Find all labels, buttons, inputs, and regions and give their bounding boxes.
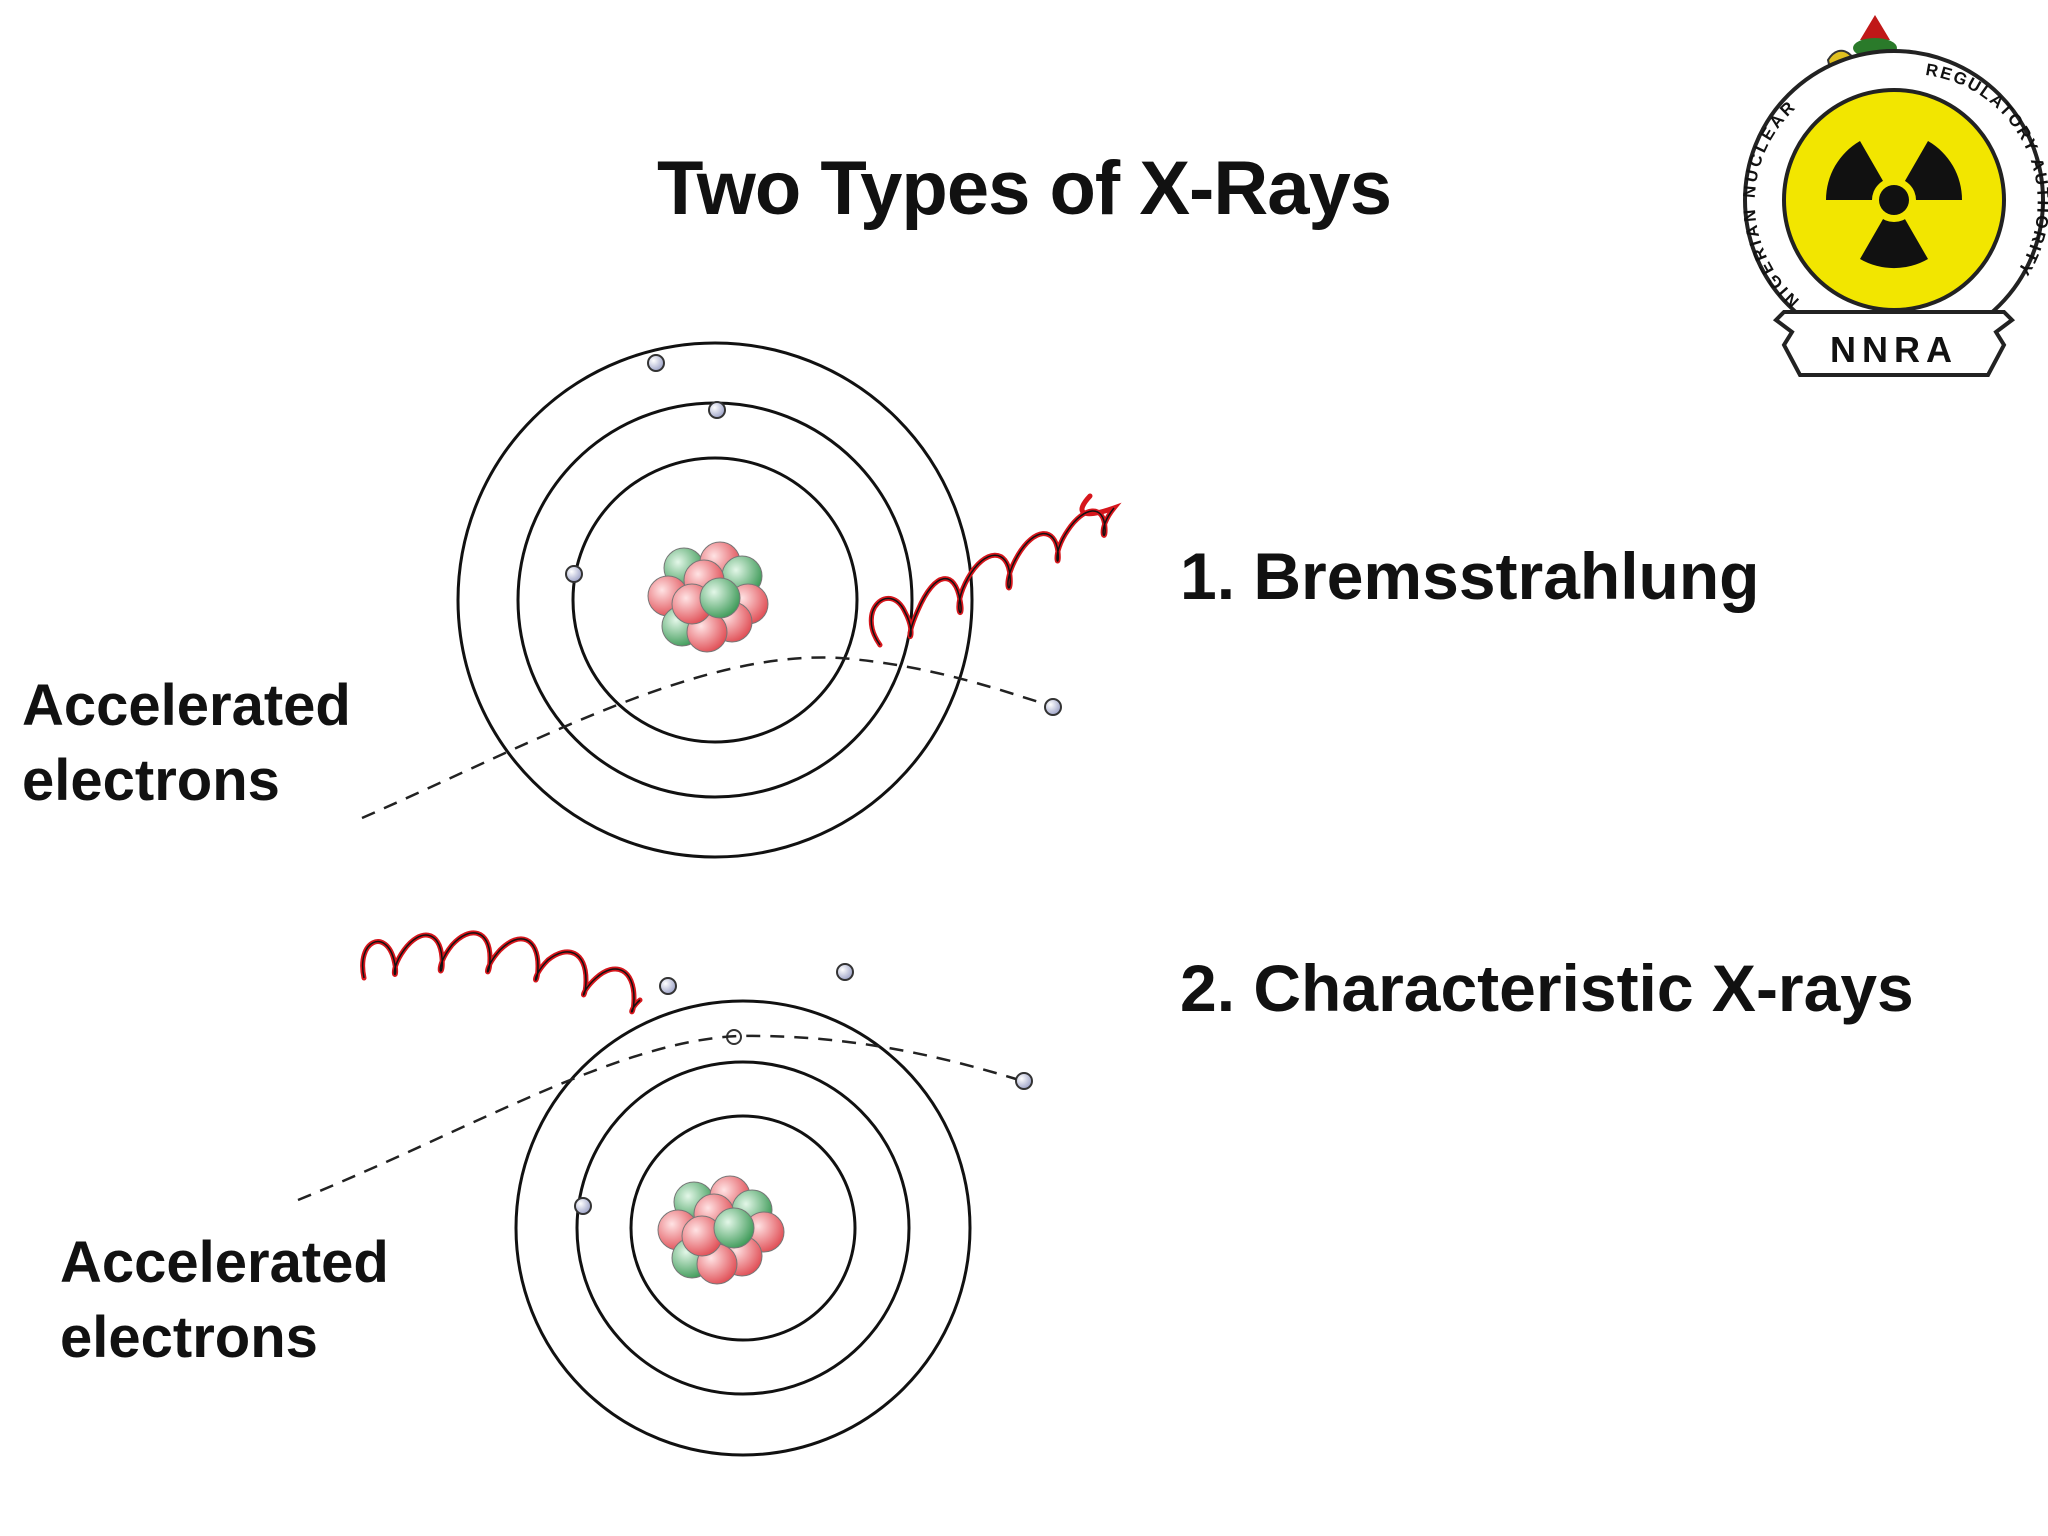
orbit-shell-inner [571,456,859,744]
orbit-shell-outer [456,341,974,859]
orbit-shell-middle [575,1060,911,1396]
logo-abbreviation: NNRA [1830,329,1958,370]
scattered-electron [1015,1072,1033,1090]
characteristic-photon-outline [361,932,641,1013]
label-line: electrons [60,1305,318,1370]
characteristic-photon [360,930,643,1015]
label-line: electrons [22,748,280,813]
nnra-logo: NIGERIAN NUCLEAR REGULATORY AUTHORITY NN… [1740,15,2048,377]
label-line: Accelerated [60,1230,389,1295]
orbit-shell-inner [629,1114,857,1342]
label-line: Accelerated [22,673,351,738]
electron [836,963,854,981]
bremsstrahlung-photon-outline [870,507,1115,646]
scattered-electron [1044,698,1062,716]
electron-trajectory [361,656,1046,820]
incoming-electrons-label-2: Accelerated electrons [60,1225,389,1375]
electron [659,977,677,995]
bremsstrahlung-atom [361,341,1122,859]
orbit-shell-outer [514,999,972,1457]
nucleus [647,541,769,653]
slide-title: Two Types of X-Rays [656,146,1392,231]
characteristic-xrays-label: 2. Characteristic X-rays [1180,951,1914,1025]
nucleus [657,1175,785,1285]
characteristic-atom [297,930,1033,1457]
incoming-electrons-label-1: Accelerated electrons [22,668,351,818]
electron [647,354,665,372]
electron [565,565,583,583]
bremsstrahlung-label: 1. Bremsstrahlung [1180,539,1760,613]
electron [708,401,726,419]
radiation-trefoil-icon [1825,141,1963,269]
electron [574,1197,592,1215]
electron-trajectory [297,1034,1017,1202]
